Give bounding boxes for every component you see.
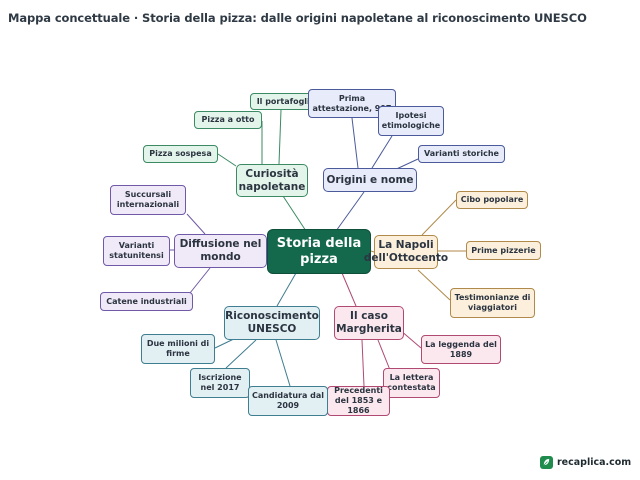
branch-unesco-label: Riconoscimento UNESCO	[225, 310, 319, 335]
node-varianti-storiche[interactable]: Varianti storiche	[418, 145, 505, 163]
logo-text: recaplica.com	[557, 457, 632, 468]
link-margherita-2	[377, 339, 391, 371]
link-unesco-3	[275, 339, 291, 387]
node-lettera-contestata[interactable]: La lettera contestata	[383, 368, 440, 398]
center-node[interactable]: Storia della pizza	[267, 229, 371, 274]
node-prime-pizzerie[interactable]: Prime pizzerie	[466, 241, 541, 260]
node-due-milioni[interactable]: Due milioni di firme	[141, 334, 215, 364]
node-cibo-popolare[interactable]: Cibo popolare	[456, 191, 528, 209]
link-napoli-1	[421, 199, 457, 236]
link-origini-1	[351, 117, 359, 169]
link-curiosita-1	[278, 109, 282, 165]
link-unesco-2	[225, 339, 257, 369]
node-catene-industriali[interactable]: Catene industriali	[100, 292, 193, 311]
branch-origini[interactable]: Origini e nome	[323, 168, 417, 192]
node-ipotesi-etimologiche[interactable]: Ipotesi etimologiche	[378, 106, 444, 136]
node-candidatura-2009[interactable]: Candidatura dal 2009	[248, 386, 328, 416]
brand-logo[interactable]: recaplica.com	[540, 456, 631, 469]
branch-napoli-label: La Napoli dell'Ottocento	[363, 239, 449, 264]
node-succursali[interactable]: Succursali internazionali	[110, 185, 186, 215]
branch-curiosita[interactable]: Curiosità napoletane	[236, 164, 308, 197]
link-origini-2	[371, 135, 393, 169]
node-pizza-a-otto[interactable]: Pizza a otto	[194, 111, 262, 129]
branch-diffusione-label: Diffusione nel mondo	[179, 238, 262, 263]
link-center-origini	[335, 191, 365, 232]
node-iscrizione-2017[interactable]: Iscrizione nel 2017	[190, 368, 250, 398]
link-center-unesco	[276, 272, 297, 307]
link-center-napoli	[370, 250, 375, 253]
link-napoli-3	[417, 269, 451, 301]
node-testimonianze[interactable]: Testimonianze di viaggiatori	[450, 288, 535, 318]
branch-margherita[interactable]: Il caso Margherita	[334, 306, 404, 340]
branch-diffusione[interactable]: Diffusione nel mondo	[174, 234, 267, 268]
node-prima-attestazione[interactable]: Prima attestazione, 997	[308, 89, 396, 118]
link-diffusione-1	[186, 213, 206, 235]
logo-leaf-icon	[540, 456, 553, 469]
node-pizza-sospesa[interactable]: Pizza sospesa	[143, 145, 218, 163]
link-margherita-3	[361, 339, 365, 387]
link-center-curiosita	[282, 195, 307, 232]
page-title: Mappa concettuale · Storia della pizza: …	[8, 11, 587, 25]
node-precedenti[interactable]: Precedenti del 1853 e 1866	[327, 386, 390, 416]
branch-napoli[interactable]: La Napoli dell'Ottocento	[364, 235, 448, 269]
branch-margherita-label: Il caso Margherita	[336, 310, 402, 335]
node-il-portafoglio[interactable]: Il portafoglio	[250, 93, 322, 110]
link-diffusione-3	[189, 267, 211, 294]
node-varianti-statunitensi[interactable]: Varianti statunitensi	[103, 236, 170, 266]
center-node-label: Storia della pizza	[276, 235, 362, 267]
branch-origini-label: Origini e nome	[326, 173, 414, 186]
branch-curiosita-label: Curiosità napoletane	[238, 167, 306, 193]
link-curiosita-3	[217, 153, 237, 167]
link-center-margherita	[341, 272, 357, 307]
branch-unesco[interactable]: Riconoscimento UNESCO	[224, 306, 320, 340]
node-leggenda-1889[interactable]: La leggenda del 1889	[421, 335, 501, 364]
